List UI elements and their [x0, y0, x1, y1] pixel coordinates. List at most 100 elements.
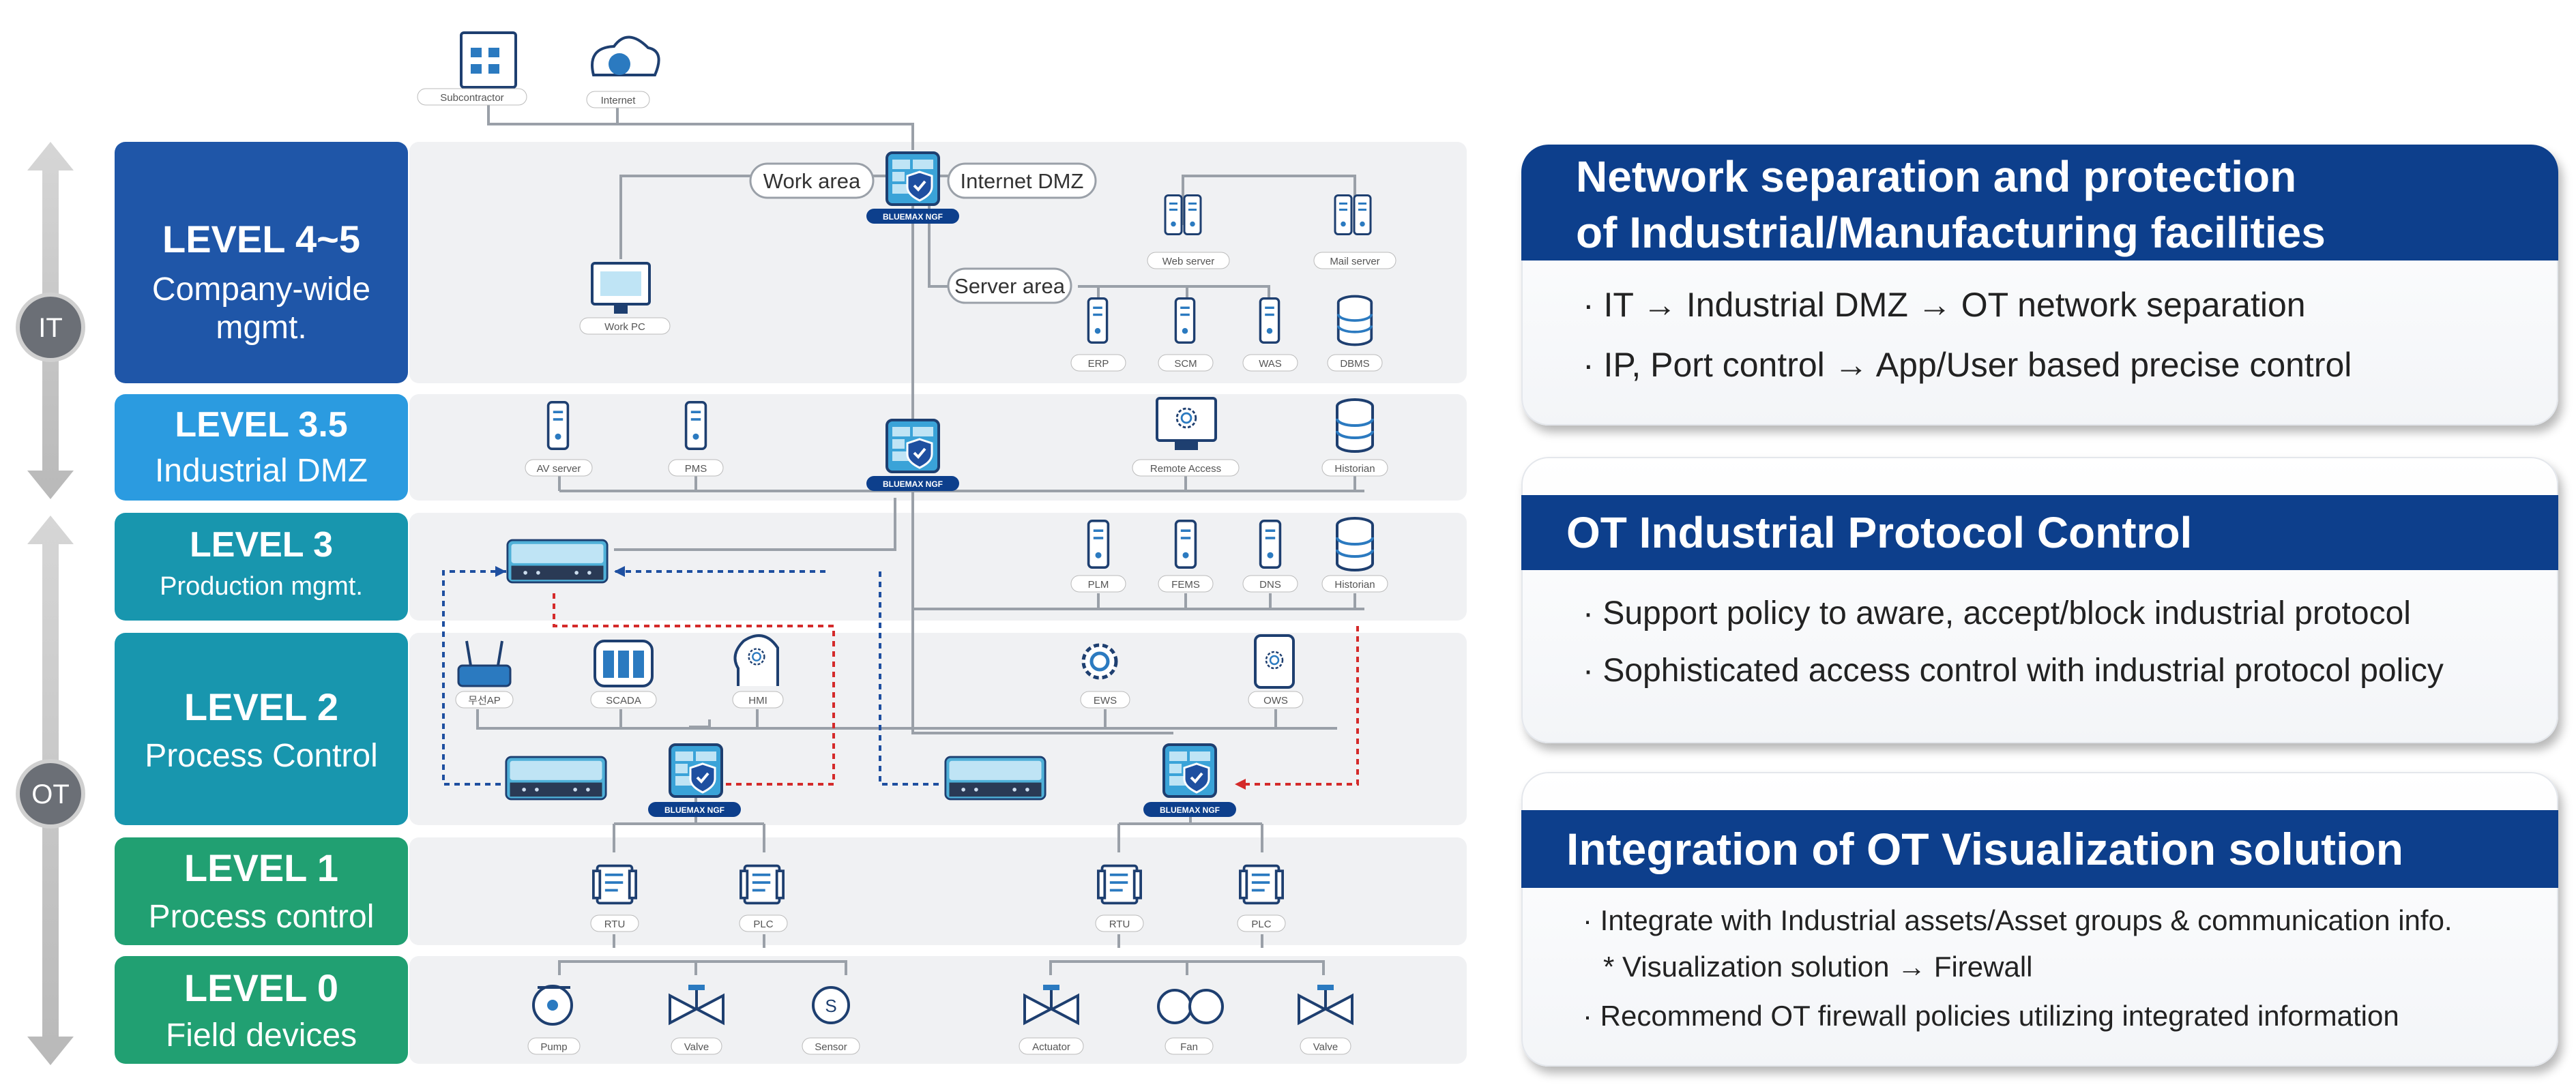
bullet: · IT → Industrial DMZ → OT network separ…: [1583, 286, 2306, 324]
web-server-node: Web server: [1147, 194, 1230, 269]
svg-text:PMS: PMS: [685, 463, 707, 475]
level-title: LEVEL 0: [184, 966, 338, 1009]
svg-text:FEMS: FEMS: [1171, 579, 1200, 591]
svg-text:DBMS: DBMS: [1340, 358, 1369, 370]
svg-text:무선AP: 무선AP: [468, 695, 501, 706]
fems-node: FEMS: [1158, 519, 1214, 593]
dns-node: DNS: [1242, 519, 1298, 593]
bullet: · Recommend OT firewall policies utilizi…: [1583, 1000, 2399, 1032]
level-sub: Field devices: [166, 1017, 357, 1054]
plc-node: PLC: [1237, 864, 1286, 932]
level-sub: Production mgmt.: [160, 572, 363, 601]
ot-label: OT: [31, 779, 70, 809]
svg-text:Actuator: Actuator: [1032, 1041, 1070, 1053]
svg-text:RTU: RTU: [604, 919, 626, 930]
svg-text:Sensor: Sensor: [815, 1041, 847, 1053]
bullet: · Support policy to aware, accept/block …: [1583, 595, 2411, 631]
panel-body: · Support policy to aware, accept/block …: [1521, 570, 2558, 743]
historian-node: Historian: [1321, 398, 1388, 477]
actuator-node: Actuator: [1019, 983, 1084, 1055]
mail-server-node: Mail server: [1313, 194, 1396, 269]
bullet: · Integrate with Industrial assets/Asset…: [1583, 904, 2453, 936]
panel-network-separation: Network separation and protection of Ind…: [1521, 145, 2558, 426]
panel-ot-protocol: OT Industrial Protocol Control · Support…: [1521, 457, 2558, 743]
panel-body: · IT → Industrial DMZ → OT network separ…: [1521, 260, 2558, 426]
level-title: LEVEL 2: [184, 685, 338, 728]
svg-text:Remote Access: Remote Access: [1150, 463, 1221, 475]
svg-text:SCM: SCM: [1174, 358, 1197, 370]
firewall-icon: BLUEMAX NGF: [648, 743, 741, 817]
level-title: LEVEL 4~5: [162, 218, 360, 260]
svg-text:PLC: PLC: [1251, 919, 1271, 930]
dotted-lines: [442, 570, 1359, 786]
svg-text:BLUEMAX NGF: BLUEMAX NGF: [1160, 805, 1220, 815]
level-title: LEVEL 3: [190, 525, 333, 565]
node-label: Internet: [601, 95, 636, 106]
pump-node: Pump: [527, 985, 581, 1055]
svg-text:S: S: [825, 996, 836, 1016]
svg-text:BLUEMAX NGF: BLUEMAX NGF: [883, 479, 943, 489]
level-sub: Industrial DMZ: [155, 453, 368, 489]
svg-text:Historian: Historian: [1334, 463, 1375, 475]
svg-text:BLUEMAX NGF: BLUEMAX NGF: [883, 212, 943, 222]
ot-circle: OT: [16, 759, 85, 829]
sensor-node: S Sensor: [802, 986, 860, 1055]
level-box-35: LEVEL 3.5 Industrial DMZ: [115, 394, 408, 501]
bullet-note: * Visualization solution → Firewall: [1603, 951, 2033, 983]
subcontractor-node: Subcontractor: [417, 31, 527, 106]
it-label: IT: [38, 313, 63, 343]
bullet: · IP, Port control → App/User based prec…: [1583, 346, 2352, 384]
svg-text:BLUEMAX NGF: BLUEMAX NGF: [664, 805, 724, 815]
valve-node: Valve: [1298, 983, 1353, 1055]
erp-node: ERP: [1070, 297, 1126, 372]
svg-text:Internet DMZ: Internet DMZ: [961, 169, 1084, 193]
svg-text:Fan: Fan: [1180, 1041, 1198, 1053]
panel-title: OT Industrial Protocol Control: [1521, 495, 2558, 570]
svg-text:Valve: Valve: [1313, 1041, 1338, 1053]
firewall-icon: BLUEMAX NGF: [866, 151, 959, 224]
svg-text:DNS: DNS: [1259, 579, 1281, 591]
svg-text:HMI: HMI: [748, 695, 767, 706]
bullet: · Sophisticated access control with indu…: [1583, 653, 2444, 689]
svg-text:PLC: PLC: [753, 919, 773, 930]
rtu-node: RTU: [1095, 864, 1144, 932]
svg-text:AV server: AV server: [537, 463, 581, 475]
plm-node: PLM: [1070, 519, 1126, 593]
svg-text:Historian: Historian: [1334, 579, 1375, 591]
visualization-appliance-icon: [944, 756, 1046, 801]
area-work: Work area: [749, 162, 875, 199]
ows-node: OWS: [1248, 634, 1304, 709]
ews-node: EWS: [1080, 645, 1130, 709]
rtu-node: RTU: [590, 864, 639, 932]
pms-node: PMS: [668, 400, 724, 477]
firewall-icon: BLUEMAX NGF: [1143, 743, 1236, 817]
panel-body: · Integrate with Industrial assets/Asset…: [1521, 888, 2558, 1067]
scm-node: SCM: [1158, 297, 1214, 372]
level-box-0: LEVEL 0 Field devices: [115, 956, 408, 1064]
visualization-appliance-icon: [505, 756, 607, 801]
historian-node: Historian: [1321, 517, 1388, 593]
svg-text:Server area: Server area: [954, 274, 1066, 298]
work-pc-node: Work PC: [579, 262, 671, 335]
level-sub: Process control: [149, 899, 375, 935]
fan-node: Fan: [1157, 989, 1224, 1055]
svg-text:Work PC: Work PC: [604, 321, 645, 333]
svg-text:PLM: PLM: [1088, 579, 1109, 591]
svg-text:ERP: ERP: [1088, 358, 1109, 370]
level-sub: Process Control: [145, 738, 377, 774]
area-server: Server area: [947, 267, 1072, 304]
area-internet-dmz: Internet DMZ: [947, 162, 1097, 199]
panel-ot-visualization: Integration of OT Visualization solution…: [1521, 772, 2558, 1067]
remote-access-node: Remote Access: [1132, 397, 1240, 477]
level-box-2: LEVEL 2 Process Control: [115, 633, 408, 825]
level-box-1: LEVEL 1 Process control: [115, 837, 408, 945]
level-sub-line2: mgmt.: [216, 310, 306, 346]
svg-text:WAS: WAS: [1259, 358, 1282, 370]
svg-text:EWS: EWS: [1094, 695, 1117, 706]
firewall-icon: BLUEMAX NGF: [866, 419, 959, 491]
panel-title: Integration of OT Visualization solution: [1521, 810, 2558, 888]
dbms-node: DBMS: [1327, 295, 1383, 372]
plc-node: PLC: [739, 864, 788, 932]
level-sub-line1: Company-wide: [152, 271, 370, 308]
visualization-appliance-icon: [506, 539, 609, 584]
